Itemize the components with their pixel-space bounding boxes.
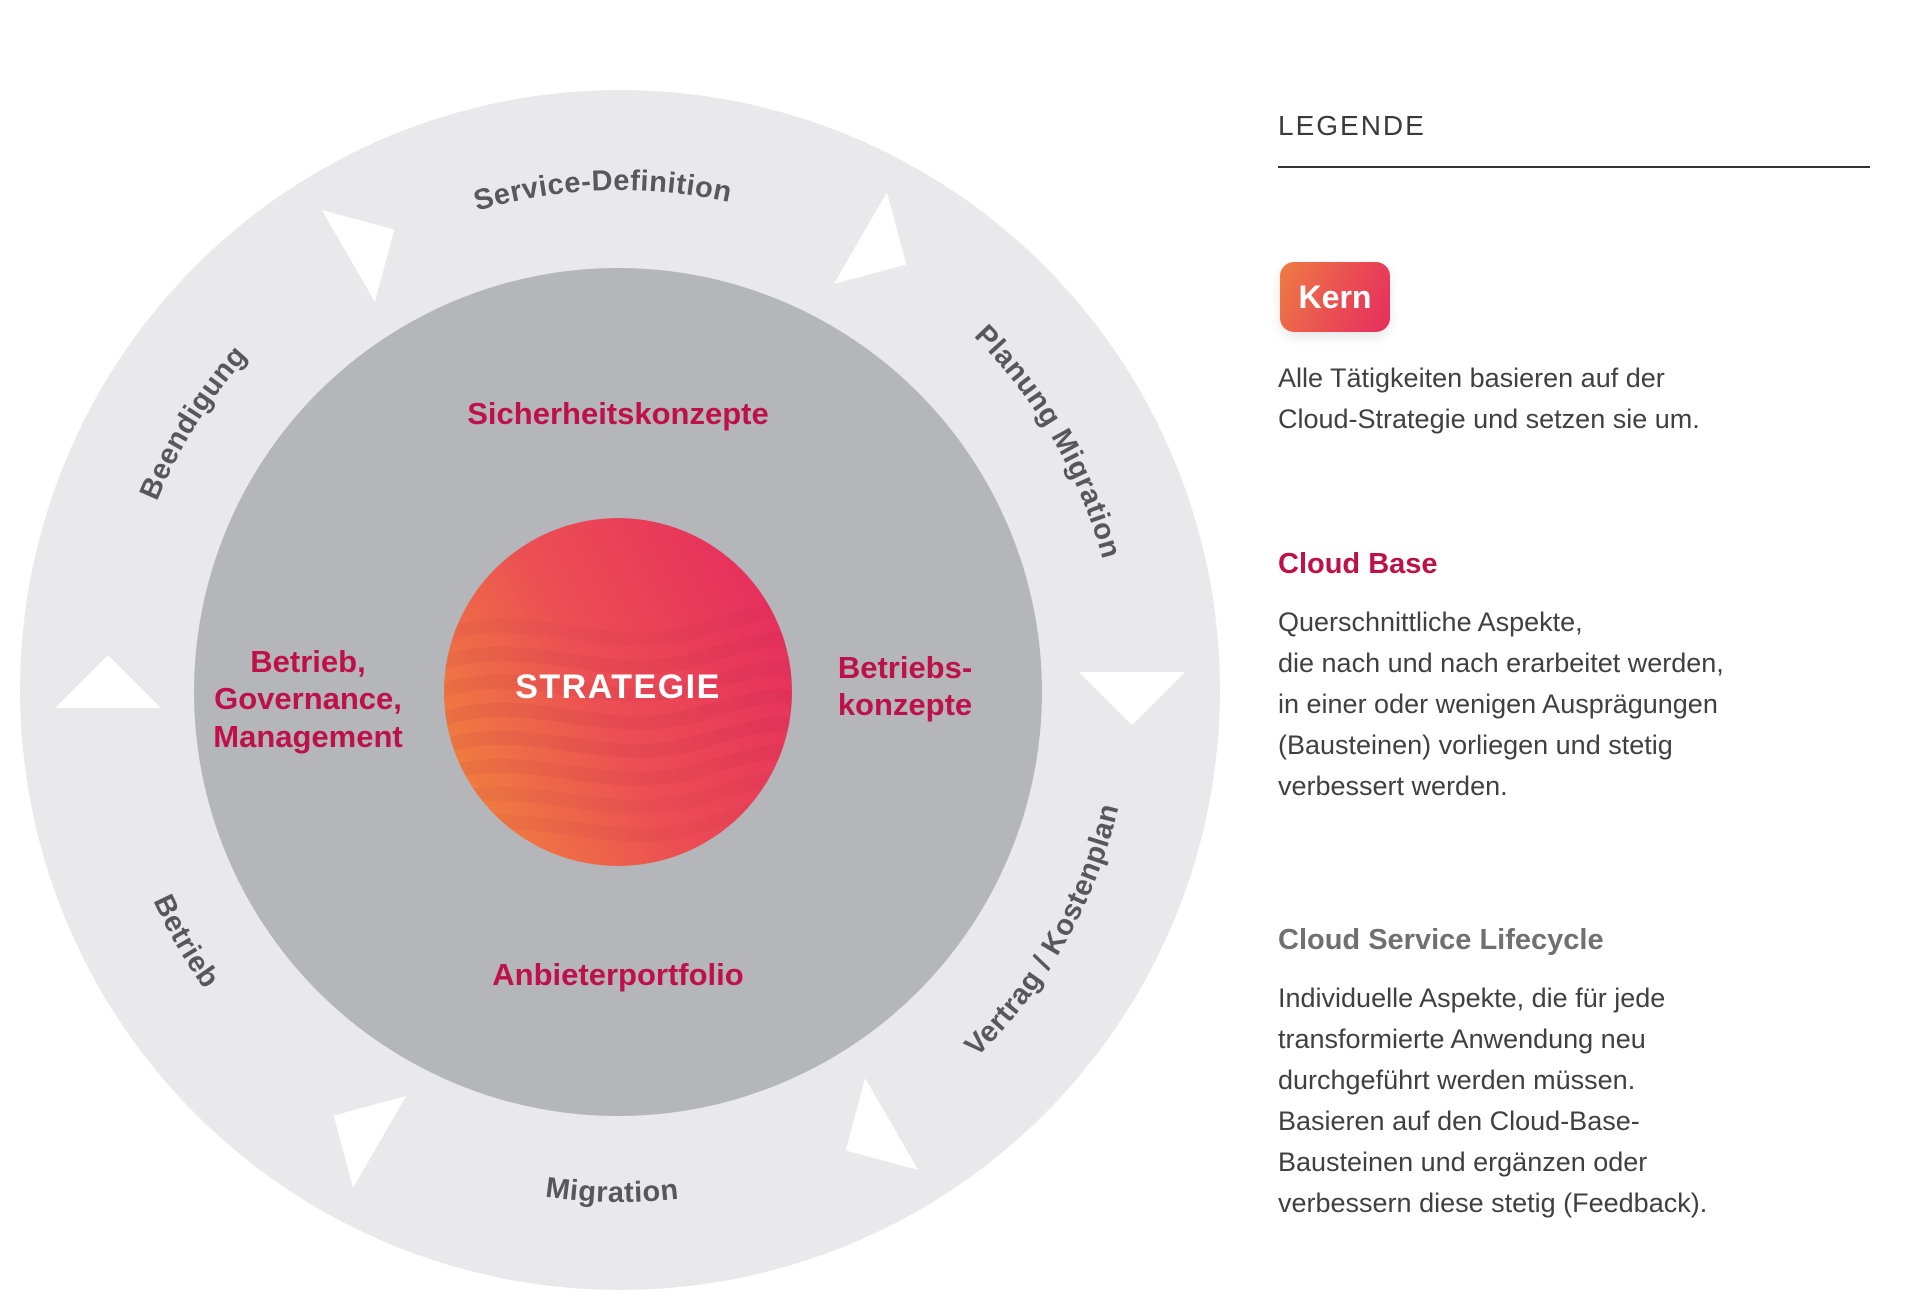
outer-label-migration: Migration bbox=[544, 1172, 680, 1209]
flow-arrow-top-left bbox=[321, 210, 395, 302]
core-label-strategie: STRATEGIE bbox=[515, 668, 721, 706]
cloud-service-lifecycle-heading: Cloud Service Lifecycle bbox=[1278, 924, 1604, 956]
legend-title: LEGENDE bbox=[1278, 110, 1426, 141]
flow-arrow-right bbox=[1079, 672, 1185, 725]
middle-label-betriebskonzepte-line2: konzepte bbox=[838, 687, 972, 722]
cloud-base-heading: Cloud Base bbox=[1278, 548, 1438, 580]
cloud-service-lifecycle-description: Individuelle Aspekte, die für jede trans… bbox=[1278, 983, 1708, 1218]
flow-arrows bbox=[55, 192, 1185, 1188]
flow-arrow-top-right bbox=[833, 192, 907, 284]
cloud-base-description: Querschnittliche Aspekte, die nach und n… bbox=[1278, 607, 1724, 801]
flow-arrow-bottom-right bbox=[845, 1078, 919, 1170]
middle-label-betriebskonzepte-line1: Betriebs- bbox=[838, 650, 972, 685]
legend-divider bbox=[1278, 166, 1870, 168]
middle-label-betrieb-governance-line1: Betrieb, bbox=[250, 644, 365, 679]
middle-label-betrieb-governance-line2: Governance, bbox=[214, 681, 402, 716]
middle-label-anbieterportfolio: Anbieterportfolio bbox=[492, 957, 743, 992]
kern-badge-label: Kern bbox=[1298, 278, 1372, 315]
flow-arrow-bottom-left bbox=[333, 1096, 407, 1188]
middle-label-sicherheitskonzepte: Sicherheitskonzepte bbox=[467, 396, 768, 431]
core-circle: STRATEGIE bbox=[444, 518, 792, 866]
middle-label-betrieb-governance-line3: Management bbox=[213, 719, 402, 754]
kern-badge: Kern bbox=[1280, 262, 1390, 332]
lifecycle-circle-diagram: Beendigung Service-Definition Planung Mi… bbox=[20, 90, 1220, 1290]
kern-description: Alle Tätigkeiten basieren auf der Cloud-… bbox=[1278, 363, 1700, 434]
legend-panel: LEGENDE Kern Alle Tätigkeiten basieren a… bbox=[1278, 100, 1878, 1260]
flow-arrow-left bbox=[55, 655, 161, 708]
